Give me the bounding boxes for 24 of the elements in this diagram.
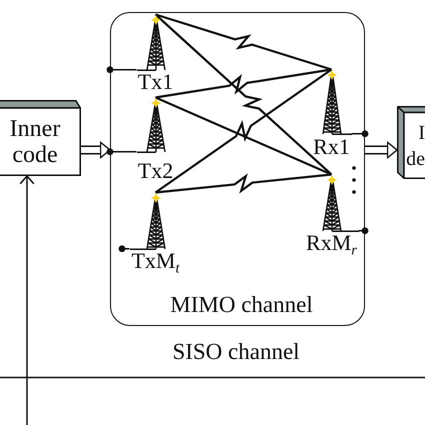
radio-link [155,13,332,71]
radio-link [154,68,332,194]
radio-link [155,173,332,194]
antenna-label: Rx1 [313,136,350,156]
antenna-label: TxM$_{t}$ [131,250,180,270]
rounded-frame [110,12,365,326]
radio-link [154,14,332,176]
channel-label: SISO channel [172,339,300,365]
double-arrow [81,142,111,158]
antenna-label: RxM$_{r}$ [306,232,357,252]
block-label: I de [406,120,425,172]
radio-link [155,96,332,176]
antenna-label: Tx2 [138,160,174,180]
feed-line [118,245,130,252]
feed-line [352,130,368,138]
block-label: Inner code [8,116,62,168]
radio-link [155,68,332,99]
channel-label: MIMO channel [170,292,313,318]
feed-line [106,66,136,74]
feed-line [358,227,368,234]
antenna-label: Tx1 [138,72,174,92]
arrow [20,175,34,425]
double-arrow [365,142,398,158]
feed-line [106,148,136,156]
